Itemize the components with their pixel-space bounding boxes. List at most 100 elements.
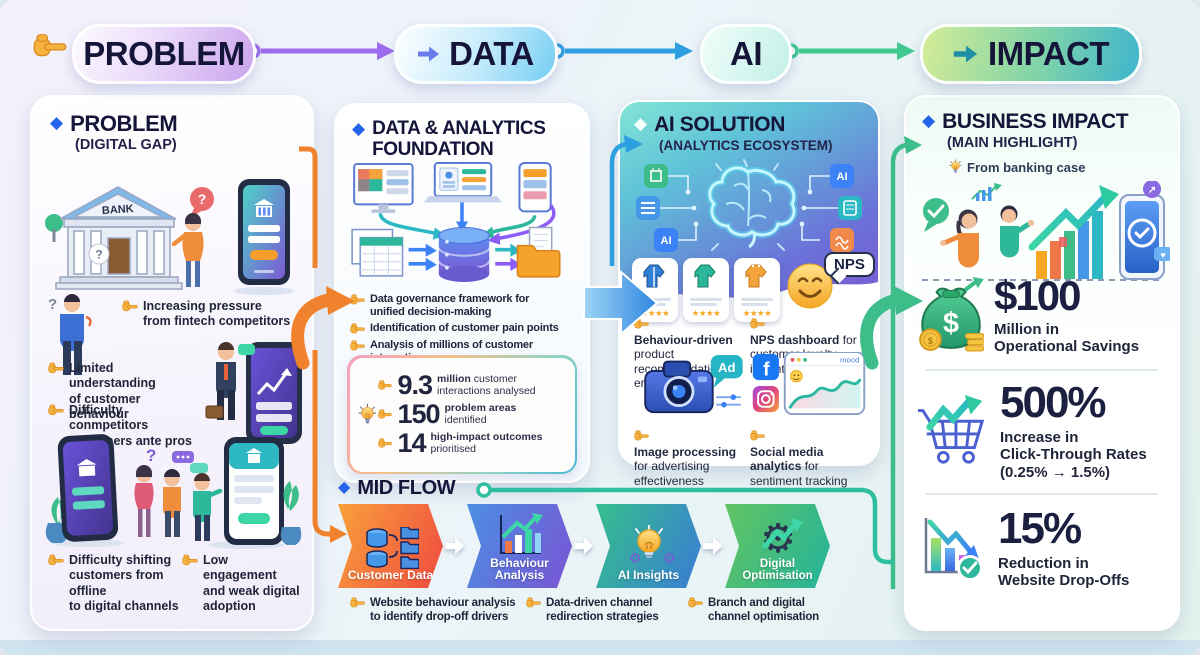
midflow-bullet: Website behaviour analysis to identify d… [350,596,525,624]
phone-icon [518,162,552,213]
svg-text:$: $ [943,308,959,340]
gear-icon: ⚙ [663,550,676,566]
data-analytics-panel: ◆ DATA & ANALYTICS FOUNDATION [334,103,590,483]
pointing-finger-icon [378,409,392,420]
pointing-finger-icon [48,404,64,417]
diamond-icon: ◆ [634,114,648,133]
diamond-icon: ◆ [50,113,64,132]
data-pipeline-diagram [351,162,561,282]
impact-stat-row: $ $ $100 Million in Operational Savings [918,275,1172,356]
pointing-finger-icon [182,554,198,567]
impact-stat: 500% Increase in Click-Through Rates (0.… [1000,381,1147,481]
stat-label: high-impact outcomes prioritised [430,430,543,455]
ai-chip-icon: AI [654,228,678,252]
doc-chip-icon [838,196,862,220]
heart-icon: ♥ [1160,250,1165,260]
diamond-icon: ◆ [338,479,351,496]
product-card: ★★★★ [734,258,780,322]
customer-figure [171,213,204,287]
woman-figure [134,465,154,537]
neural-chip-icon [830,228,854,252]
pointing-finger-icon [634,430,649,442]
database-icon [437,227,491,282]
question-bubble: ? [198,191,207,207]
mid-flow-section: ◆ MID FLOW Customer Data [334,478,900,650]
stat-value: 15% [998,504,1082,553]
section-title: MID FLOW [357,477,456,499]
impact-stat-row: 15% Reduction in Website Drop-Offs [918,507,1172,590]
brain-icon [706,164,798,249]
midflow-title-row: ◆ MID FLOW [338,477,456,499]
pointing-finger-icon [33,33,67,60]
stat-row: 150 problem areas identified [378,401,570,428]
stat-row: 14 high-impact outcomes prioritised [378,430,570,457]
problem-panel: ◆ PROBLEM (DIGITAL GAP) BANK ? ? [30,95,314,631]
pointing-finger-icon [750,318,765,330]
text-line [741,303,768,306]
ai-brain-network-illustration: AI AI [636,159,862,252]
midflow-step-customer-data: Customer Data [338,504,443,588]
list-chip-icon [636,196,660,220]
ai-feature: Social media analytics for sentiment tra… [750,416,872,488]
flow-step-label: AI [730,35,763,72]
flow-arrow-icon [445,537,465,555]
stat-label: Increase in Click-Through Rates (0.25% →… [1000,429,1147,481]
gear-icon: ⚙ [629,550,642,566]
pointing-finger-icon [526,597,541,609]
engaged-person-figure [193,473,223,541]
problem-bullet: Increasing pressure from fintech competi… [122,299,302,330]
panel-title: PROBLEM [70,111,178,136]
confused-person-figure: ? [48,294,92,375]
ai-panel-title-row: ◆ AI SOLUTION [634,113,786,136]
man-figure [1000,205,1035,258]
panel-subtitle: (ANALYTICS ECOSYSTEM) [659,138,833,153]
text-line [690,297,722,301]
folder-icon [516,226,561,278]
declining-chart-check-icon [924,518,983,582]
midflow-step-digital-optimisation: ⚙ Digital Optimisation [725,504,830,588]
laptop-icon [423,162,503,203]
jacket-icon [643,264,665,288]
stat-value: 14 [397,428,426,458]
svg-text:$: $ [928,336,933,346]
mood-chart-card: mood [783,352,866,416]
gear-growth-icon: ⚙ [753,514,803,558]
stat-label: problem areas identified [444,401,517,426]
ai-solution-panel: ◆ AI SOLUTION (ANALYTICS ECOSYSTEM) AI A… [618,100,880,488]
flow-step-label: DATA [449,35,534,72]
panel-title: DATA & ANALYTICS FOUNDATION [372,118,546,160]
stat-row: 9.3 million customer interactions analys… [378,372,570,399]
flow-step-data: DATA [394,24,558,84]
midflow-steps: Customer Data Behaviour Analysis [338,504,830,588]
pointing-finger-icon [350,294,365,306]
impact-tagline: From banking case [949,159,1085,175]
panel-subtitle: (DIGITAL GAP) [75,137,177,153]
arrow-right-icon [953,45,978,63]
money-bag-icon: $ $ [919,277,984,352]
banking-app-phone [238,179,290,285]
svg-text:AI: AI [837,171,848,183]
instagram-icon [752,385,779,413]
impact-panel-title-row: ◆ BUSINESS IMPACT [922,111,1129,133]
bottom-strip [0,640,1200,655]
spreadsheet-icon [351,228,404,277]
ai-chip-icon: AI [830,164,854,188]
panel-title: AI SOLUTION [654,113,786,136]
stat-label: Million in Operational Savings [994,321,1140,356]
businessman-phone-illustration [205,342,302,444]
tshirt-icon [694,264,716,288]
text-line [741,297,773,301]
ai-feature: Image processing for advertising effecti… [634,416,744,488]
header-connector-blue [549,42,693,60]
impact-stat-row: 500% Increase in Click-Through Rates (0.… [918,381,1172,481]
woman-figure [940,209,979,268]
diamond-icon: ◆ [922,111,936,130]
product-card: ★★★★ [683,258,729,322]
text-line [690,303,717,306]
midflow-step-label: Customer Data [347,568,434,583]
gear-icon: ⚙ [760,517,796,558]
stat-value: 500% [1000,378,1107,427]
midflow-bullet: Data-driven channel redirection strategi… [526,596,676,624]
star-rating: ★★★★ [691,308,721,318]
